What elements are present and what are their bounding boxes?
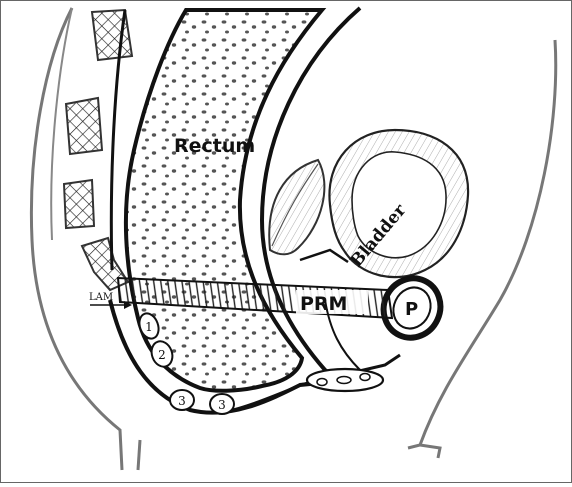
- vertebra: [92, 10, 132, 60]
- marker-3-right: 3: [210, 394, 234, 414]
- svg-text:2: 2: [158, 348, 166, 362]
- vertebra: [66, 98, 102, 154]
- label-rectum: Rectum: [174, 135, 255, 157]
- marker-3-left: 3: [170, 390, 194, 410]
- svg-text:3: 3: [178, 394, 186, 408]
- label-p: P: [405, 299, 418, 320]
- svg-text:3: 3: [218, 398, 226, 412]
- vertebra: [64, 180, 94, 228]
- label-prm: PRM: [300, 293, 347, 315]
- label-lam: LAM: [89, 292, 113, 303]
- svg-text:1: 1: [145, 320, 153, 334]
